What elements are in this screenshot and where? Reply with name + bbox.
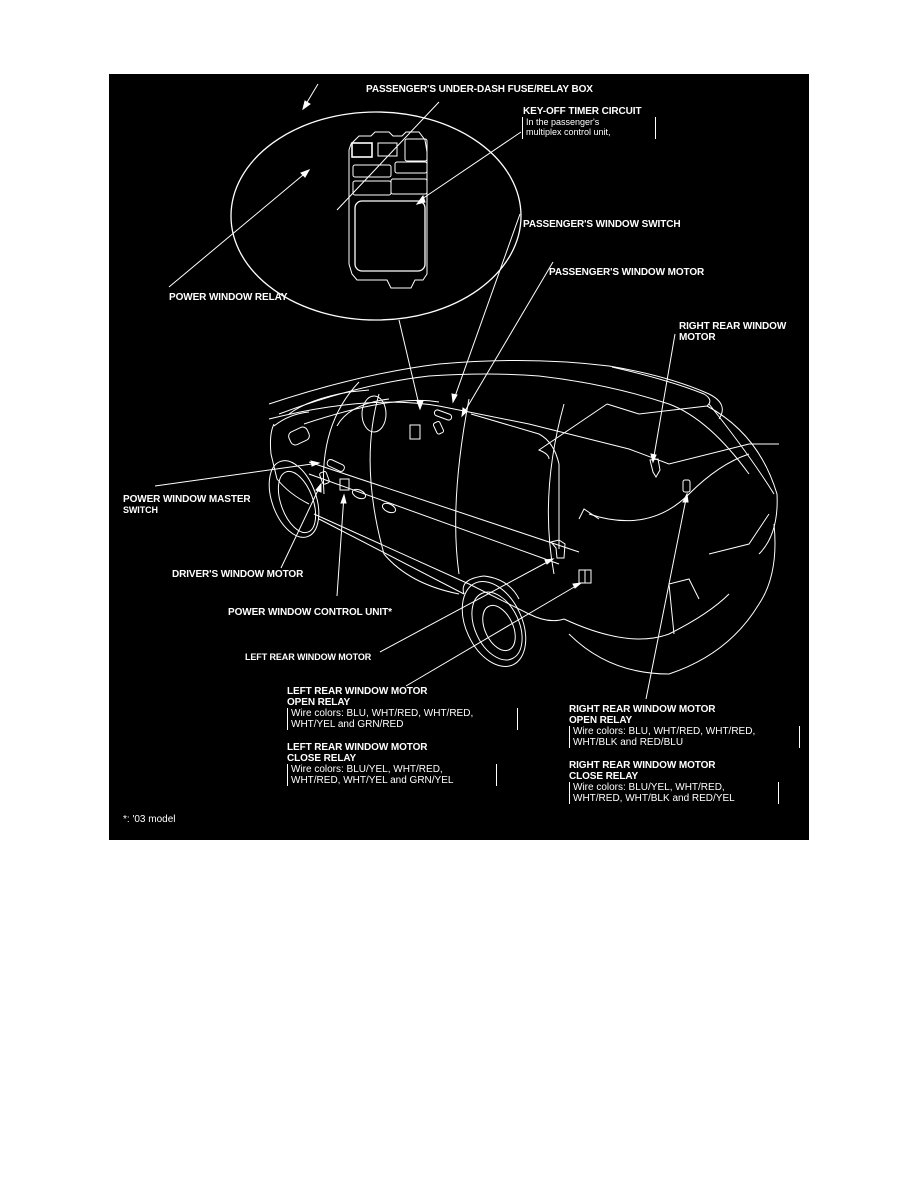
- passenger-motor-component: [432, 421, 445, 435]
- wire-colors-line-2: WHT/YEL and GRN/RED: [291, 719, 404, 730]
- label-left-rear-window-motor: LEFT REAR WINDOW MOTOR: [245, 652, 372, 662]
- power-window-relay-component: [409, 424, 421, 440]
- wire-colors-line-1: Wire colors: BLU/YEL, WHT/RED,: [573, 782, 725, 793]
- label-master-switch-2: SWITCH: [123, 505, 158, 515]
- leader-control-unit: [336, 494, 345, 597]
- relay-title: LEFT REAR WINDOW MOTOR: [287, 742, 428, 753]
- relay-subtitle: OPEN RELAY: [569, 715, 633, 726]
- passenger-switch-component: [433, 409, 453, 421]
- wire-colors-line-2: WHT/BLK and RED/BLU: [573, 737, 684, 748]
- right-rear-relays-component: [682, 479, 691, 493]
- leader-relay: [168, 169, 310, 288]
- right-rear-motor-component: [649, 458, 661, 478]
- label-master-switch-1: POWER WINDOW MASTER: [123, 494, 251, 505]
- van-body: [268, 359, 779, 675]
- relay-left-close: LEFT REAR WINDOW MOTOR CLOSE RELAY Wire …: [287, 742, 497, 786]
- van-line-art: [154, 83, 779, 700]
- wire-colors-bracket: Wire colors: BLU/YEL, WHT/RED, WHT/RED, …: [569, 782, 779, 804]
- control-unit-component: [339, 478, 350, 491]
- key-off-timer-note-1: In the passenger's: [526, 117, 600, 127]
- label-fuse-relay-box: PASSENGER'S UNDER-DASH FUSE/RELAY BOX: [366, 84, 593, 95]
- relay-left-open: LEFT REAR WINDOW MOTOR OPEN RELAY Wire c…: [287, 686, 518, 730]
- master-switch-component: [326, 458, 345, 472]
- detail-circle: [230, 111, 522, 321]
- relay-title: RIGHT REAR WINDOW MOTOR: [569, 704, 716, 715]
- leader-circle-to-van: [398, 319, 421, 410]
- label-control-unit: POWER WINDOW CONTROL UNIT*: [228, 607, 392, 618]
- leader-key-off-2: [418, 131, 522, 202]
- label-power-window-relay: POWER WINDOW RELAY: [169, 292, 288, 303]
- wire-colors-bracket: Wire colors: BLU/YEL, WHT/RED, WHT/RED, …: [287, 764, 497, 786]
- diagram-panel: PASSENGER'S UNDER-DASH FUSE/RELAY BOX KE…: [109, 74, 809, 840]
- wire-colors-line-2: WHT/RED, WHT/YEL and GRN/YEL: [291, 775, 454, 786]
- leader-right-rear-relays: [645, 493, 688, 700]
- label-right-rear-window-motor-1: RIGHT REAR WINDOW: [679, 321, 787, 332]
- leader-master-switch: [154, 462, 320, 487]
- relay-subtitle: CLOSE RELAY: [287, 753, 357, 764]
- label-passenger-window-motor: PASSENGER'S WINDOW MOTOR: [549, 267, 705, 278]
- relay-right-close: RIGHT REAR WINDOW MOTOR CLOSE RELAY Wire…: [569, 760, 779, 804]
- wire-colors-line-1: Wire colors: BLU, WHT/RED, WHT/RED,: [573, 726, 756, 737]
- wire-colors-bracket: Wire colors: BLU, WHT/RED, WHT/RED, WHT/…: [569, 726, 800, 748]
- wire-colors-line-1: Wire colors: BLU/YEL, WHT/RED,: [291, 764, 443, 775]
- left-rear-motor-component: [550, 539, 566, 559]
- leader-driver-motor: [280, 483, 322, 569]
- relay-subtitle: CLOSE RELAY: [569, 771, 639, 782]
- leader-key-off: [336, 101, 440, 211]
- label-driver-window-motor: DRIVER'S WINDOW MOTOR: [172, 569, 304, 580]
- wire-colors-line-1: Wire colors: BLU, WHT/RED, WHT/RED,: [291, 708, 474, 719]
- leader-left-rear-motor: [379, 558, 554, 653]
- relay-title: RIGHT REAR WINDOW MOTOR: [569, 760, 716, 771]
- relay-title: LEFT REAR WINDOW MOTOR: [287, 686, 428, 697]
- footnote: *: '03 model: [123, 814, 176, 825]
- relay-subtitle: OPEN RELAY: [287, 697, 351, 708]
- wire-colors-bracket: Wire colors: BLU, WHT/RED, WHT/RED, WHT/…: [287, 708, 518, 730]
- label-passenger-window-switch: PASSENGER'S WINDOW SWITCH: [523, 219, 681, 230]
- driver-motor-component: [319, 471, 330, 485]
- key-off-timer-bracket: In the passenger's multiplex control uni…: [522, 117, 656, 139]
- relay-right-open: RIGHT REAR WINDOW MOTOR OPEN RELAY Wire …: [569, 704, 800, 748]
- wire-colors-line-2: WHT/RED, WHT/BLK and RED/YEL: [573, 793, 735, 804]
- label-key-off-timer: KEY-OFF TIMER CIRCUIT: [523, 106, 642, 117]
- key-off-timer-note-2: multiplex control unit,: [526, 127, 611, 137]
- fuse-relay-box-icon: [348, 131, 428, 289]
- label-right-rear-window-motor-2: MOTOR: [679, 332, 716, 343]
- leader-left-rear-relays: [405, 582, 582, 687]
